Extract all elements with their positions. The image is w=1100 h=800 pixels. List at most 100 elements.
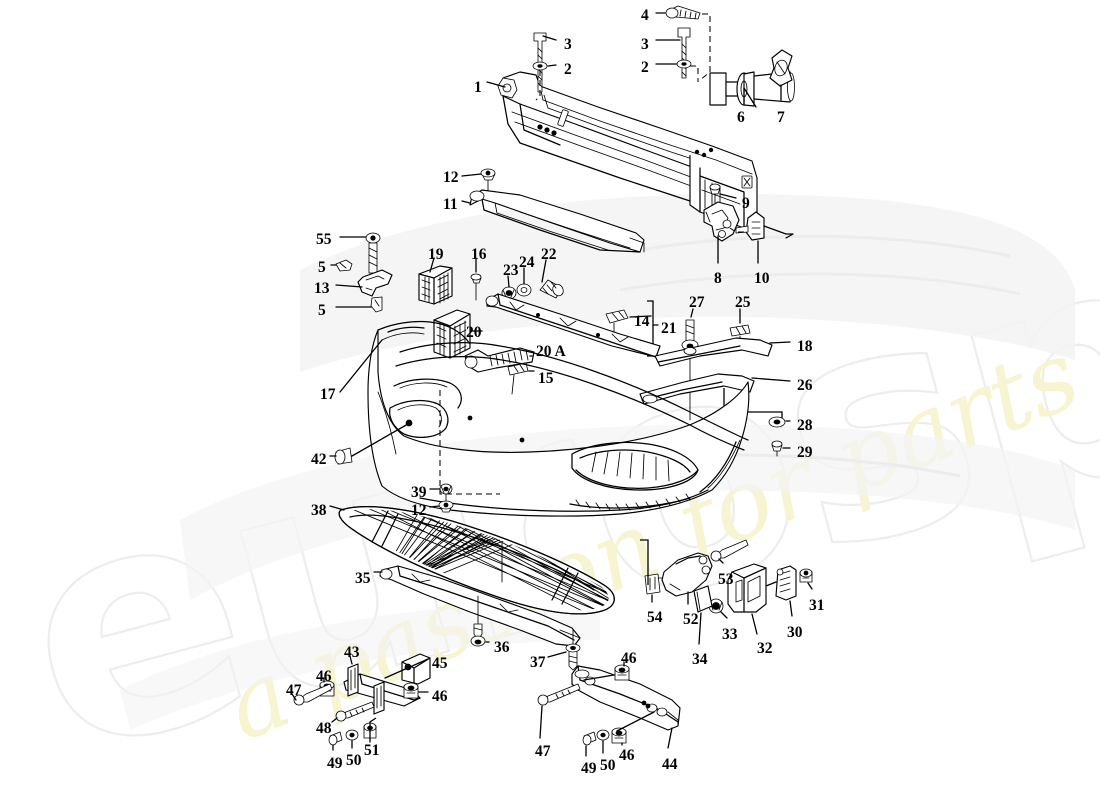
- callout-42: 54: [647, 609, 663, 626]
- part-washer-28: [769, 417, 790, 427]
- callout-31: 26: [797, 377, 813, 394]
- part-latch-bracket-8: [704, 202, 739, 263]
- callout-15: 5: [318, 259, 326, 276]
- callout-2: 2: [564, 61, 572, 78]
- part-foam-block-19: [419, 258, 452, 304]
- callout-44: 53: [718, 571, 734, 588]
- callout-6: 2: [641, 59, 649, 76]
- callout-50: 43: [344, 644, 360, 661]
- callout-63: 50: [600, 757, 616, 774]
- part-screw-36: [471, 596, 489, 646]
- callout-60: 44: [662, 756, 678, 773]
- part-bracket-13: [336, 270, 392, 296]
- callout-20: 23: [503, 262, 519, 279]
- part-clip-5-lower: [336, 297, 382, 312]
- callout-55: 48: [316, 720, 332, 737]
- part-bolt-4: [656, 6, 710, 80]
- part-strip-18: [655, 338, 790, 366]
- callout-14: 55: [316, 231, 332, 248]
- callout-37: 12: [411, 502, 427, 519]
- callout-47: 32: [757, 640, 773, 657]
- callout-22: 22: [541, 246, 557, 263]
- callout-16: 13: [314, 280, 330, 297]
- part-license-bracket-44: [538, 662, 680, 756]
- callout-8: 7: [777, 109, 785, 126]
- part-latch-10: [730, 212, 793, 263]
- callout-27: 21: [661, 320, 677, 337]
- part-bracket-assembly-43: [292, 654, 430, 750]
- callout-7: 6: [737, 109, 745, 126]
- callout-21: 24: [519, 254, 535, 271]
- callout-30: 18: [797, 338, 813, 355]
- callout-54: 47: [286, 682, 302, 699]
- callout-64: 46: [619, 747, 635, 764]
- callout-40: 36: [494, 639, 510, 656]
- part-grommet-23: [502, 276, 516, 299]
- callout-59: 46: [621, 650, 637, 667]
- part-rivet-9: [710, 184, 736, 209]
- part-spoiler-strip-35: [374, 566, 580, 646]
- part-rivet-29: [772, 441, 790, 456]
- callout-57: 50: [346, 752, 362, 769]
- callout-18: 19: [428, 246, 444, 263]
- callout-29: 25: [735, 294, 751, 311]
- part-screw-53: [711, 540, 748, 563]
- callout-49: 31: [809, 597, 825, 614]
- callout-11: 9: [742, 195, 750, 212]
- callout-28: 27: [689, 294, 705, 311]
- callout-17: 5: [318, 302, 326, 319]
- part-pad-34: [694, 586, 712, 644]
- part-bumper-cover-17: [340, 321, 749, 516]
- callout-19: 16: [471, 246, 487, 263]
- part-washer-2-right: [656, 60, 698, 82]
- part-plate-7: [770, 50, 792, 100]
- callout-25: 15: [538, 370, 554, 387]
- callout-62: 49: [581, 760, 597, 777]
- part-foam-block-20: [434, 310, 482, 358]
- callout-53: 46: [432, 688, 448, 705]
- callout-1: 1: [474, 79, 482, 96]
- part-plug-42: [330, 420, 412, 464]
- callout-35: 42: [311, 451, 327, 468]
- part-bolt-27: [682, 309, 698, 420]
- callout-61: 47: [535, 743, 551, 760]
- callout-32: 28: [797, 417, 813, 434]
- callout-24: 20 A: [536, 343, 566, 360]
- callout-52: 45: [432, 655, 448, 672]
- part-washer-2-left: [533, 62, 556, 100]
- callout-9: 12: [443, 169, 459, 186]
- part-bolt-3-right: [656, 28, 690, 78]
- part-valance-11: [462, 190, 644, 252]
- callout-43: 52: [683, 611, 699, 628]
- callout-48: 30: [787, 624, 803, 641]
- part-clip-5-upper: [331, 260, 352, 271]
- part-bracket-30: [776, 566, 796, 616]
- callout-51: 46: [316, 668, 332, 685]
- part-impact-bar: [487, 72, 757, 228]
- callout-5: 3: [641, 36, 649, 53]
- part-screw-22: [540, 260, 565, 298]
- callout-45: 33: [722, 626, 738, 643]
- callout-56: 49: [327, 755, 343, 772]
- part-strip-26: [640, 374, 790, 418]
- part-nut-31: [800, 569, 812, 589]
- callout-39: 35: [355, 570, 371, 587]
- part-clip-54: [640, 540, 660, 602]
- part-nut-39: [430, 484, 452, 502]
- callout-38: 38: [311, 502, 327, 519]
- callout-23: 20: [466, 324, 482, 341]
- callout-12: 8: [714, 270, 722, 287]
- callout-58: 51: [364, 742, 380, 759]
- callout-36: 39: [411, 484, 427, 501]
- part-bracket-32: [728, 564, 776, 634]
- callout-13: 10: [754, 270, 770, 287]
- part-washer-24: [517, 268, 531, 296]
- part-rivet-16: [471, 258, 481, 300]
- callout-46: 34: [692, 651, 708, 668]
- callout-3: 3: [564, 36, 572, 53]
- part-nut-12-lower: [430, 501, 453, 512]
- part-screw-37: [548, 630, 580, 670]
- part-clip-25: [730, 309, 750, 345]
